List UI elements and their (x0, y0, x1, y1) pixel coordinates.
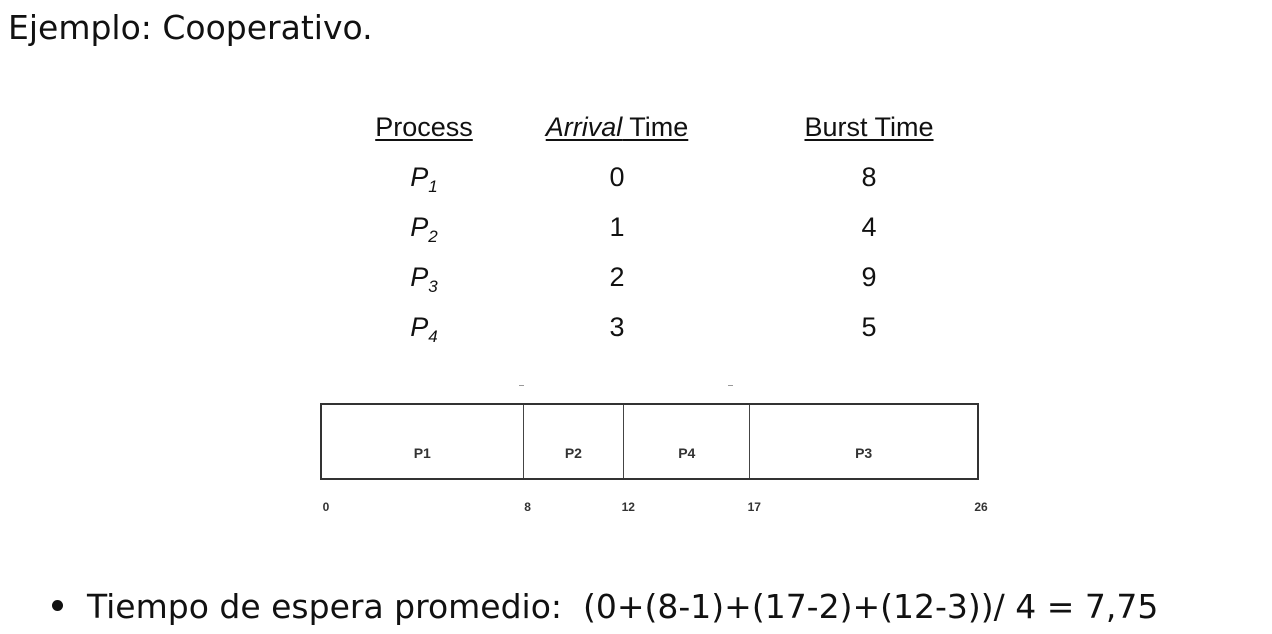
gantt-time-tick: 0 (322, 500, 330, 514)
header-arrival-time: Arrival Time (546, 112, 689, 143)
process-name: P3 (410, 262, 437, 297)
process-subscript: 1 (428, 177, 438, 196)
burst-value: 8 (861, 162, 877, 192)
header-arrival-italic: Arrival (545, 112, 623, 142)
gantt-segment-label: P1 (413, 445, 431, 461)
header-burst-time: Burst Time (804, 112, 934, 142)
gantt-segment-label: P4 (678, 445, 696, 461)
burst-value: 9 (861, 262, 877, 292)
process-subscript: 2 (428, 227, 438, 246)
gantt-segment: P2 (524, 405, 625, 478)
burst-value: 5 (861, 312, 877, 342)
arrival-value: 0 (609, 162, 625, 192)
separator-mark (519, 385, 524, 386)
gantt-segment: P3 (750, 405, 977, 478)
process-letter: P (410, 162, 429, 192)
arrival-value: 3 (609, 312, 625, 342)
process-subscript: 4 (428, 327, 438, 346)
gantt-segment-label: P2 (564, 445, 582, 461)
gantt-time-tick: 12 (621, 500, 635, 514)
gantt-time-tick: 8 (524, 500, 531, 514)
gantt-chart: P1 P2 P4 P3 (320, 403, 979, 480)
gantt-segment-label: P3 (855, 445, 873, 461)
process-name: P2 (410, 212, 437, 247)
process-subscript: 3 (428, 277, 438, 296)
arrival-value: 1 (609, 212, 625, 242)
bullet-formula: (0+(8-1)+(17-2)+(12-3))/ 4 = 7,75 (583, 587, 1159, 626)
gantt-time-tick: 26 (974, 500, 988, 514)
header-process: Process (375, 112, 473, 142)
process-name: P1 (410, 162, 437, 197)
gantt-time-tick: 17 (747, 500, 761, 514)
header-arrival-rest: Time (622, 112, 689, 142)
slide-title: Ejemplo: Cooperativo. (8, 8, 373, 47)
bullet-item: Tiempo de espera promedio: (0+(8-1)+(17-… (52, 585, 1158, 629)
process-letter: P (410, 312, 429, 342)
process-letter: P (410, 212, 429, 242)
gantt-segment: P1 (322, 405, 524, 478)
burst-value: 4 (861, 212, 877, 242)
process-name: P4 (410, 312, 437, 347)
arrival-value: 2 (609, 262, 625, 292)
bullet-dot (52, 600, 63, 611)
bullet-label: Tiempo de espera promedio: (87, 587, 563, 626)
gantt-segment: P4 (624, 405, 751, 478)
separator-mark (728, 385, 733, 386)
process-letter: P (410, 262, 429, 292)
